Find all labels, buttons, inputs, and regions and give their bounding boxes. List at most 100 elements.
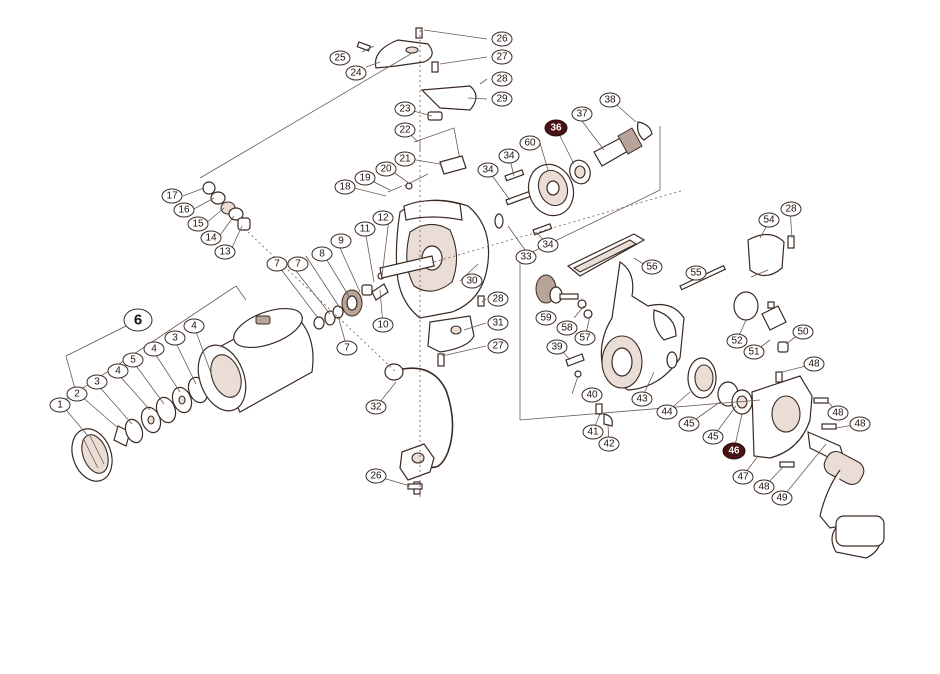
callout-48c: 48 bbox=[849, 416, 871, 432]
body-small-parts bbox=[535, 274, 613, 427]
callout-27b: 27 bbox=[487, 338, 509, 354]
drive-gear-train bbox=[666, 351, 753, 415]
svg-text:48: 48 bbox=[832, 408, 844, 419]
callout-8: 8 bbox=[311, 246, 333, 262]
callout-13: 13 bbox=[214, 244, 236, 260]
callout-44: 44 bbox=[656, 404, 678, 420]
callout-18: 18 bbox=[334, 179, 356, 195]
callout-38: 38 bbox=[599, 92, 621, 108]
svg-text:6: 6 bbox=[134, 312, 142, 329]
callout-22: 22 bbox=[394, 122, 416, 138]
callout-27: 27 bbox=[491, 49, 513, 65]
svg-text:15: 15 bbox=[192, 219, 204, 230]
callout-4c: 4 bbox=[183, 318, 205, 334]
svg-text:7: 7 bbox=[274, 259, 280, 270]
callout-7c: 7 bbox=[336, 340, 358, 356]
callout-41: 41 bbox=[582, 424, 604, 440]
callout-34: 34 bbox=[498, 148, 520, 164]
callout-51: 51 bbox=[743, 344, 765, 360]
callout-48: 48 bbox=[803, 356, 825, 372]
pinion-gear-group bbox=[494, 121, 653, 236]
callout-46: 46 bbox=[722, 442, 746, 460]
callout-37: 37 bbox=[571, 106, 593, 122]
svg-text:52: 52 bbox=[731, 336, 743, 347]
callouts: 1 2 3 4 5 4 3 4 6 7 7 7 8 9 10 11 12 13 … bbox=[49, 31, 871, 506]
svg-text:9: 9 bbox=[338, 236, 344, 247]
bail-arm bbox=[356, 27, 477, 367]
callout-16: 16 bbox=[173, 202, 195, 218]
svg-text:5: 5 bbox=[130, 355, 136, 366]
svg-text:42: 42 bbox=[603, 439, 615, 450]
svg-text:16: 16 bbox=[178, 205, 190, 216]
callout-54: 54 bbox=[758, 212, 780, 228]
svg-text:44: 44 bbox=[661, 407, 673, 418]
callout-48d: 48 bbox=[753, 479, 775, 495]
svg-text:28: 28 bbox=[785, 204, 797, 215]
callout-34b: 34 bbox=[477, 162, 499, 178]
svg-text:4: 4 bbox=[115, 366, 121, 377]
svg-text:27: 27 bbox=[496, 52, 508, 63]
svg-text:23: 23 bbox=[399, 104, 411, 115]
svg-text:48: 48 bbox=[808, 359, 820, 370]
callout-59: 59 bbox=[535, 310, 557, 326]
callout-3: 3 bbox=[86, 374, 108, 390]
svg-text:33: 33 bbox=[520, 252, 532, 263]
svg-text:26: 26 bbox=[370, 471, 382, 482]
callout-52: 52 bbox=[726, 333, 748, 349]
callout-10: 10 bbox=[372, 317, 394, 333]
svg-text:26: 26 bbox=[496, 34, 508, 45]
callout-40: 40 bbox=[581, 387, 603, 403]
svg-text:45: 45 bbox=[683, 419, 695, 430]
callout-36: 36 bbox=[544, 119, 568, 137]
callout-24: 24 bbox=[345, 65, 367, 81]
callout-21: 21 bbox=[394, 151, 416, 167]
svg-text:28: 28 bbox=[496, 74, 508, 85]
callout-23: 23 bbox=[394, 101, 416, 117]
callout-34c: 34 bbox=[537, 237, 559, 253]
svg-text:40: 40 bbox=[586, 390, 598, 401]
callout-28c: 28 bbox=[780, 201, 802, 217]
callout-15: 15 bbox=[187, 216, 209, 232]
callout-3b: 3 bbox=[164, 330, 186, 346]
part-drawings bbox=[71, 27, 885, 559]
callout-19: 19 bbox=[354, 170, 376, 186]
reel-body bbox=[566, 233, 685, 391]
svg-text:38: 38 bbox=[604, 95, 616, 106]
svg-text:39: 39 bbox=[551, 342, 563, 353]
callout-33: 33 bbox=[515, 249, 537, 265]
svg-text:25: 25 bbox=[334, 53, 346, 64]
callout-45: 45 bbox=[678, 416, 700, 432]
svg-text:24: 24 bbox=[350, 68, 362, 79]
svg-text:20: 20 bbox=[380, 164, 392, 175]
callout-31: 31 bbox=[487, 315, 509, 331]
svg-text:10: 10 bbox=[377, 320, 389, 331]
svg-text:19: 19 bbox=[359, 173, 371, 184]
callout-6-group: 6 bbox=[123, 308, 153, 332]
callout-58: 58 bbox=[556, 320, 578, 336]
svg-text:37: 37 bbox=[576, 109, 588, 120]
callout-45b: 45 bbox=[702, 429, 724, 445]
handle bbox=[807, 431, 885, 559]
svg-text:58: 58 bbox=[561, 323, 573, 334]
svg-text:1: 1 bbox=[57, 400, 63, 411]
svg-text:2: 2 bbox=[74, 389, 80, 400]
callout-29: 29 bbox=[491, 91, 513, 107]
callout-39: 39 bbox=[546, 339, 568, 355]
callout-5: 5 bbox=[122, 352, 144, 368]
callout-4: 4 bbox=[107, 363, 129, 379]
callout-2: 2 bbox=[66, 386, 88, 402]
callout-30: 30 bbox=[461, 273, 483, 289]
svg-text:31: 31 bbox=[492, 318, 504, 329]
callout-12: 12 bbox=[372, 210, 394, 226]
screws bbox=[407, 295, 837, 490]
callout-49: 49 bbox=[771, 490, 793, 506]
svg-text:45: 45 bbox=[707, 432, 719, 443]
callout-11: 11 bbox=[354, 221, 376, 237]
svg-text:27: 27 bbox=[492, 341, 504, 352]
svg-text:12: 12 bbox=[377, 213, 389, 224]
spool-assembly bbox=[71, 307, 314, 482]
svg-text:4: 4 bbox=[191, 321, 197, 332]
callout-4b: 4 bbox=[143, 341, 165, 357]
svg-text:21: 21 bbox=[399, 154, 411, 165]
svg-text:18: 18 bbox=[339, 182, 351, 193]
